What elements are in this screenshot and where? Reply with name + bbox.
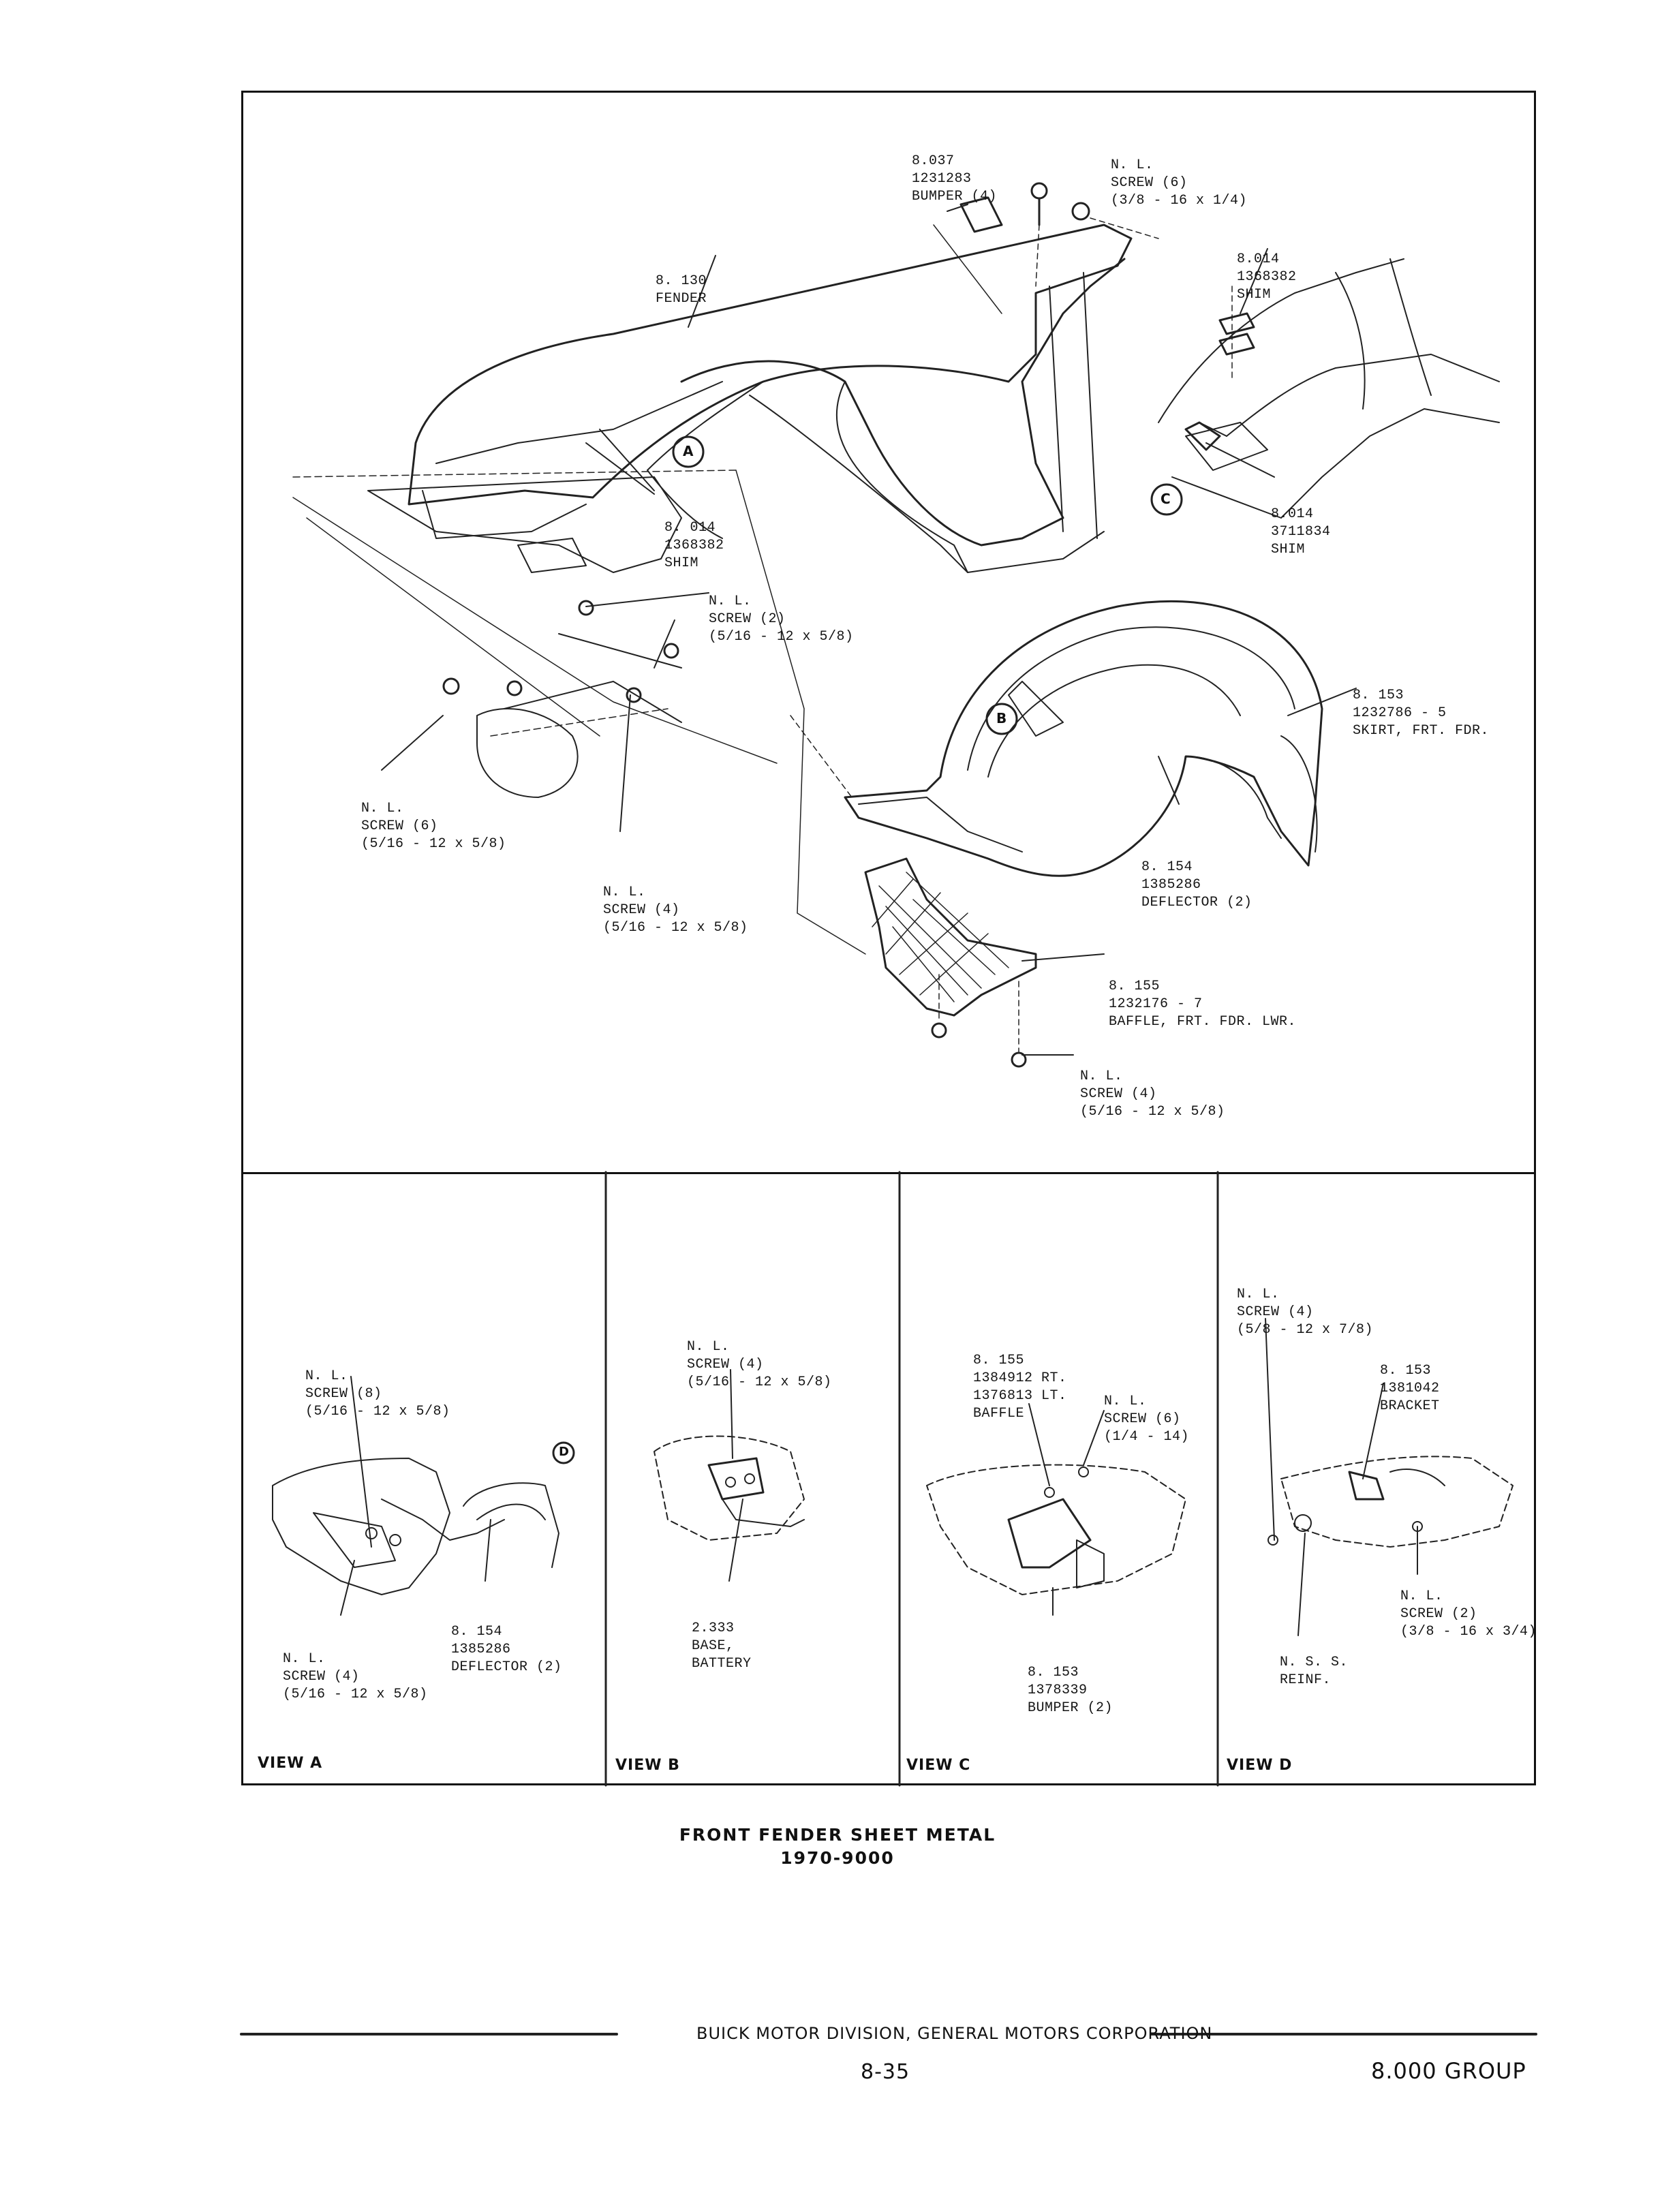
view-d-screw-4: N. L.SCREW (4)(5/8 - 12 x 7/8) (1237, 1287, 1374, 1338)
figure-caption-subtitle: 1970-9000 (780, 1848, 895, 1868)
view-b-drawing (654, 1369, 805, 1582)
callout-b: B (996, 710, 1008, 726)
label-screw-4a: N. L.SCREW (4)(5/16 - 12 x 5/8) (603, 885, 748, 936)
fender-part (292, 224, 1500, 764)
view-c-screw-6: N. L.SCREW (6)(1/4 - 14) (1104, 1394, 1190, 1445)
view-a-screw-4: N. L.SCREW (4)(5/16 - 12 x 5/8) (283, 1651, 428, 1702)
publisher-line: BUICK MOTOR DIVISION, GENERAL MOTORS COR… (696, 2024, 1213, 2043)
view-d-title: VIEW D (1227, 1757, 1293, 1774)
label-screw-top: N. L.SCREW (6)(3/8 - 16 x 1/4) (1111, 157, 1248, 209)
view-d-drawing (1265, 1318, 1513, 1636)
page-number: 8-35 (861, 2060, 910, 2084)
view-d-reinf: N. S. S.REINF. (1280, 1655, 1349, 1688)
baffle-part (864, 857, 1037, 1017)
callout-c: C (1161, 491, 1171, 507)
views-frame (241, 1172, 1536, 1785)
view-b-screw-4: N. L.SCREW (4)(5/16 - 12 x 5/8) (687, 1339, 832, 1390)
view-c-drawing (926, 1403, 1186, 1616)
main-screws (442, 600, 1027, 1068)
group-label: 8.000 GROUP (1371, 2058, 1526, 2084)
label-screw-6: N. L.SCREW (6)(5/16 - 12 x 5/8) (361, 801, 506, 852)
callout-d: D (559, 1445, 570, 1459)
view-a-screw-8: N. L.SCREW (8)(5/16 - 12 x 5/8) (305, 1368, 450, 1419)
callout-a: A (683, 443, 694, 459)
view-c-title: VIEW C (906, 1757, 971, 1774)
figure-caption-title: FRONT FENDER SHEET METAL (679, 1825, 996, 1845)
label-screw-2: N. L.SCREW (2)(5/16 - 12 x 5/8) (709, 594, 854, 645)
view-b-title: VIEW B (615, 1757, 680, 1774)
view-a-drawing (272, 1376, 559, 1616)
view-a-title: VIEW A (258, 1755, 323, 1772)
top-hardware (933, 182, 1255, 451)
view-d-screw-2: N. L.SCREW (2)(3/8 - 16 x 3/4) (1400, 1588, 1537, 1640)
leader-lines (381, 248, 1357, 1056)
callout-arrows (552, 435, 1183, 1464)
label-screw-4b: N. L.SCREW (4)(5/16 - 12 x 5/8) (1080, 1069, 1225, 1120)
